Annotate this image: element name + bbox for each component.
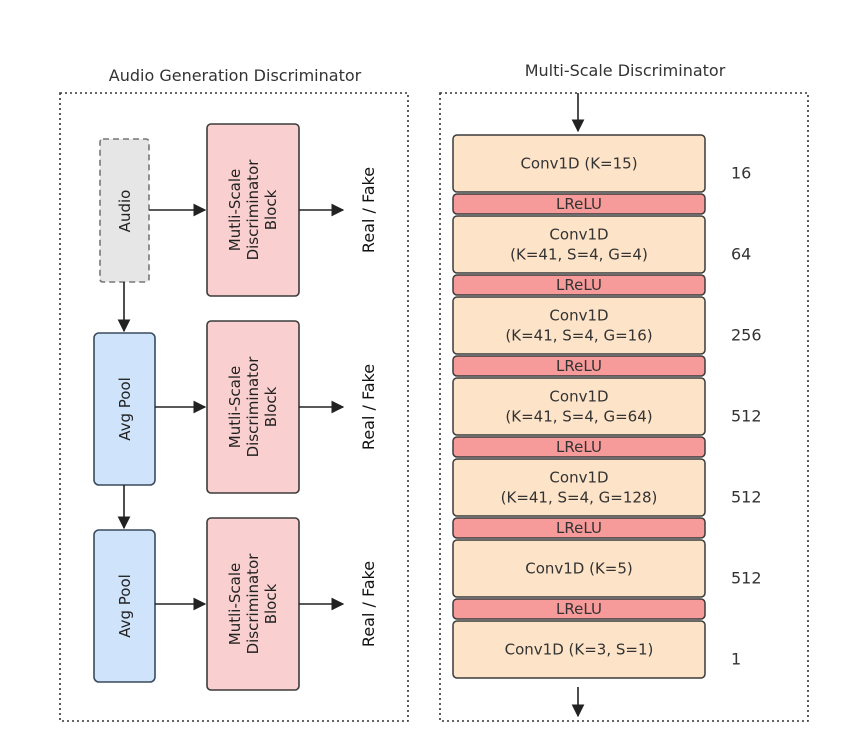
conv1d-label: Conv1D bbox=[549, 226, 608, 244]
conv1d-layer bbox=[452, 296, 706, 355]
channel-count-label: 1 bbox=[731, 650, 741, 669]
avg-pool-label-2: Avg Pool bbox=[116, 574, 134, 638]
channel-count-label: 512 bbox=[731, 407, 762, 426]
conv1d-label: (K=41, S=4, G=4) bbox=[510, 246, 648, 264]
avg-pool-box-2 bbox=[93, 529, 156, 683]
avg-pool-block-1: Avg Pool bbox=[93, 332, 156, 486]
discriminator-label-line: Block bbox=[262, 189, 280, 230]
output-label-2: Real / Fake bbox=[359, 364, 378, 450]
conv1d-label: Conv1D bbox=[549, 469, 608, 487]
avg-pool-block-2: Avg Pool bbox=[93, 529, 156, 683]
left-panel-border bbox=[59, 92, 409, 722]
discriminator-block-2: Mutli-ScaleDiscriminatorBlock bbox=[206, 320, 300, 494]
left-panel: Audio Generation Discriminator Audio Avg… bbox=[59, 66, 409, 722]
conv1d-label: Conv1D (K=5) bbox=[525, 560, 633, 578]
discriminator-block-3: Mutli-ScaleDiscriminatorBlock bbox=[206, 517, 300, 691]
lrelu-label: LReLU bbox=[556, 438, 602, 456]
lrelu-label: LReLU bbox=[556, 276, 602, 294]
discriminator-block-1: Mutli-ScaleDiscriminatorBlock bbox=[206, 123, 300, 297]
discriminator-label-2: Mutli-ScaleDiscriminatorBlock bbox=[226, 356, 280, 458]
channel-count-label: 512 bbox=[731, 569, 762, 588]
audio-input-label: Audio bbox=[116, 190, 134, 233]
conv1d-label: Conv1D bbox=[549, 307, 608, 325]
conv1d-layer bbox=[452, 215, 706, 274]
conv1d-label: (K=41, S=4, G=16) bbox=[505, 327, 652, 345]
conv1d-layer bbox=[452, 134, 706, 193]
channel-count-label: 512 bbox=[731, 488, 762, 507]
right-panel: Multi-Scale Discriminator Conv1D (K=15) 1… bbox=[439, 61, 809, 722]
lrelu-label: LReLU bbox=[556, 195, 602, 213]
conv1d-layer bbox=[452, 458, 706, 517]
discriminator-label-line: Block bbox=[262, 386, 280, 427]
discriminator-label-line: Discriminator bbox=[244, 553, 262, 655]
conv1d-layer bbox=[452, 620, 706, 679]
conv1d-label: Conv1D bbox=[549, 388, 608, 406]
conv1d-label: (K=41, S=4, G=64) bbox=[505, 408, 652, 426]
discriminator-label-3: Mutli-ScaleDiscriminatorBlock bbox=[226, 553, 280, 655]
right-panel-title: Multi-Scale Discriminator bbox=[525, 61, 726, 80]
lrelu-label: LReLU bbox=[556, 600, 602, 618]
conv1d-layer bbox=[452, 377, 706, 436]
lrelu-layer bbox=[452, 598, 706, 620]
lrelu-layer bbox=[452, 517, 706, 539]
lrelu-layer bbox=[452, 274, 706, 296]
discriminator-label-line: Mutli-Scale bbox=[226, 169, 244, 251]
discriminator-label-line: Discriminator bbox=[244, 356, 262, 458]
right-panel-border bbox=[439, 92, 809, 722]
output-label-1: Real / Fake bbox=[359, 167, 378, 253]
output-label-3: Real / Fake bbox=[359, 561, 378, 647]
channel-count-label: 16 bbox=[731, 164, 751, 183]
avg-pool-label-1: Avg Pool bbox=[116, 377, 134, 441]
discriminator-label-line: Mutli-Scale bbox=[226, 366, 244, 448]
left-panel-title: Audio Generation Discriminator bbox=[109, 66, 362, 85]
discriminator-label-line: Mutli-Scale bbox=[226, 563, 244, 645]
channel-count-label: 64 bbox=[731, 245, 751, 264]
discriminator-label-line: Discriminator bbox=[244, 159, 262, 261]
discriminator-label-line: Block bbox=[262, 583, 280, 624]
audio-input-block: Audio bbox=[99, 138, 150, 283]
lrelu-layer bbox=[452, 436, 706, 458]
discriminator-label-1: Mutli-ScaleDiscriminatorBlock bbox=[226, 159, 280, 261]
conv1d-label: Conv1D (K=3, S=1) bbox=[505, 641, 654, 659]
lrelu-layer bbox=[452, 193, 706, 215]
lrelu-layer bbox=[452, 355, 706, 377]
lrelu-label: LReLU bbox=[556, 357, 602, 375]
conv1d-label: Conv1D (K=15) bbox=[520, 155, 637, 173]
channel-count-label: 256 bbox=[731, 326, 762, 345]
lrelu-label: LReLU bbox=[556, 519, 602, 537]
conv1d-label: (K=41, S=4, G=128) bbox=[501, 489, 658, 507]
conv1d-layer bbox=[452, 539, 706, 598]
